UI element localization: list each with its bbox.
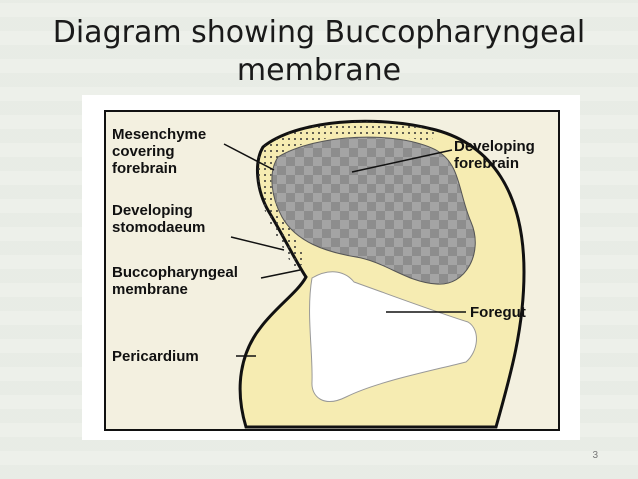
slide-title-line2: membrane <box>236 53 402 88</box>
forebrain-label-line2: forebrain <box>454 155 520 172</box>
stomodaeum-label-line2: stomodaeum <box>112 219 206 236</box>
mesenchyme-pointer <box>223 143 275 171</box>
mesenchyme-label: Mesenchyme covering forebrain <box>112 126 206 177</box>
forebrain-label-line1: Developing <box>454 138 535 155</box>
forebrain-region <box>271 136 476 285</box>
bucco-pointer <box>260 269 301 279</box>
foregut-label: Foregut <box>470 304 526 321</box>
bucco-label-line1: Buccopharyngeal <box>112 264 238 281</box>
stomodaeum-pointer <box>230 236 285 251</box>
forebrain-label: Developing forebrain <box>454 138 535 172</box>
mesenchyme-label-line1: Mesenchyme <box>112 126 207 143</box>
page-number: 3 <box>592 450 598 461</box>
embryo-diagram <box>223 119 526 429</box>
stomodaeum-label-line1: Developing <box>112 202 193 219</box>
mesenchyme-label-line3: forebrain <box>112 160 178 177</box>
pericardium-label: Pericardium <box>112 348 199 365</box>
slide-title-line1: Diagram showing Buccopharyngeal <box>52 15 586 50</box>
slide-title: Diagram showing Buccopharyngeal membrane <box>0 14 638 90</box>
diagram-figure: Mesenchyme covering forebrain Developing… <box>82 95 580 440</box>
foregut-cavity <box>309 271 477 402</box>
forebrain-pointer <box>351 149 453 173</box>
mesenchyme-label-line2: covering <box>112 143 175 160</box>
buccopharyngeal-membrane-label: Buccopharyngeal membrane <box>112 264 238 298</box>
bucco-label-line2: membrane <box>112 281 188 298</box>
mesenchyme-rim <box>257 121 436 271</box>
stomodaeum-label: Developing stomodaeum <box>112 202 205 236</box>
diagram-panel: Mesenchyme covering forebrain Developing… <box>104 110 560 431</box>
